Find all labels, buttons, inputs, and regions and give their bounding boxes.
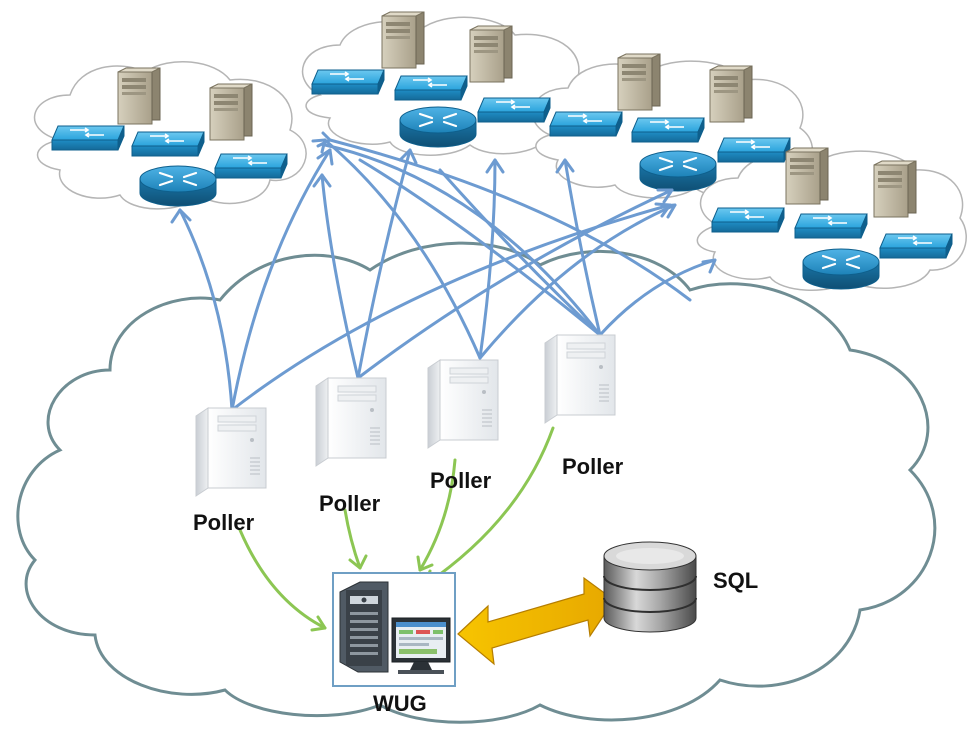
switch-icon [711,207,785,233]
router-icon [398,105,478,149]
poll-arrows [178,138,717,412]
tower-server-icon [427,359,499,449]
switch-icon [879,233,953,259]
poller-1-label: Poller [193,510,255,535]
poll-arrowheads [170,131,717,274]
wug-server[interactable] [332,572,456,687]
router-icon [801,247,881,291]
server-icon [873,160,917,218]
switch-icon [311,69,385,95]
sql-label: SQL [713,568,759,593]
poller-4-label: Poller [562,454,624,479]
main-cloud [16,241,937,724]
poller-3 [427,359,499,449]
switch-icon [794,213,868,239]
switch-icon [394,75,468,101]
workstation-icon [339,581,451,674]
server-icon [785,147,829,205]
router-icon [638,149,718,193]
poller-2-label: Poller [319,491,381,516]
server-icon [469,25,513,83]
server-icon [209,83,253,141]
switch-icon [549,111,623,137]
switch-icon [214,153,288,179]
poller-3-label: Poller [430,468,492,493]
database-icon [603,541,697,633]
server-icon [117,67,161,125]
server-icon [617,53,661,111]
poller-2 [315,377,387,467]
tower-server-icon [315,377,387,467]
switch-icon [477,97,551,123]
switch-icon [631,117,705,143]
server-icon [381,11,425,69]
tower-server-icon [544,334,616,424]
wug-label: WUG [373,691,427,716]
poller-4 [544,334,616,424]
poller-1 [195,407,267,497]
router-icon [138,164,218,208]
report-arrows [238,426,555,630]
server-icon [709,65,753,123]
switch-icon [131,131,205,157]
tower-server-icon [195,407,267,497]
switch-icon [717,137,791,163]
switch-icon [51,125,125,151]
